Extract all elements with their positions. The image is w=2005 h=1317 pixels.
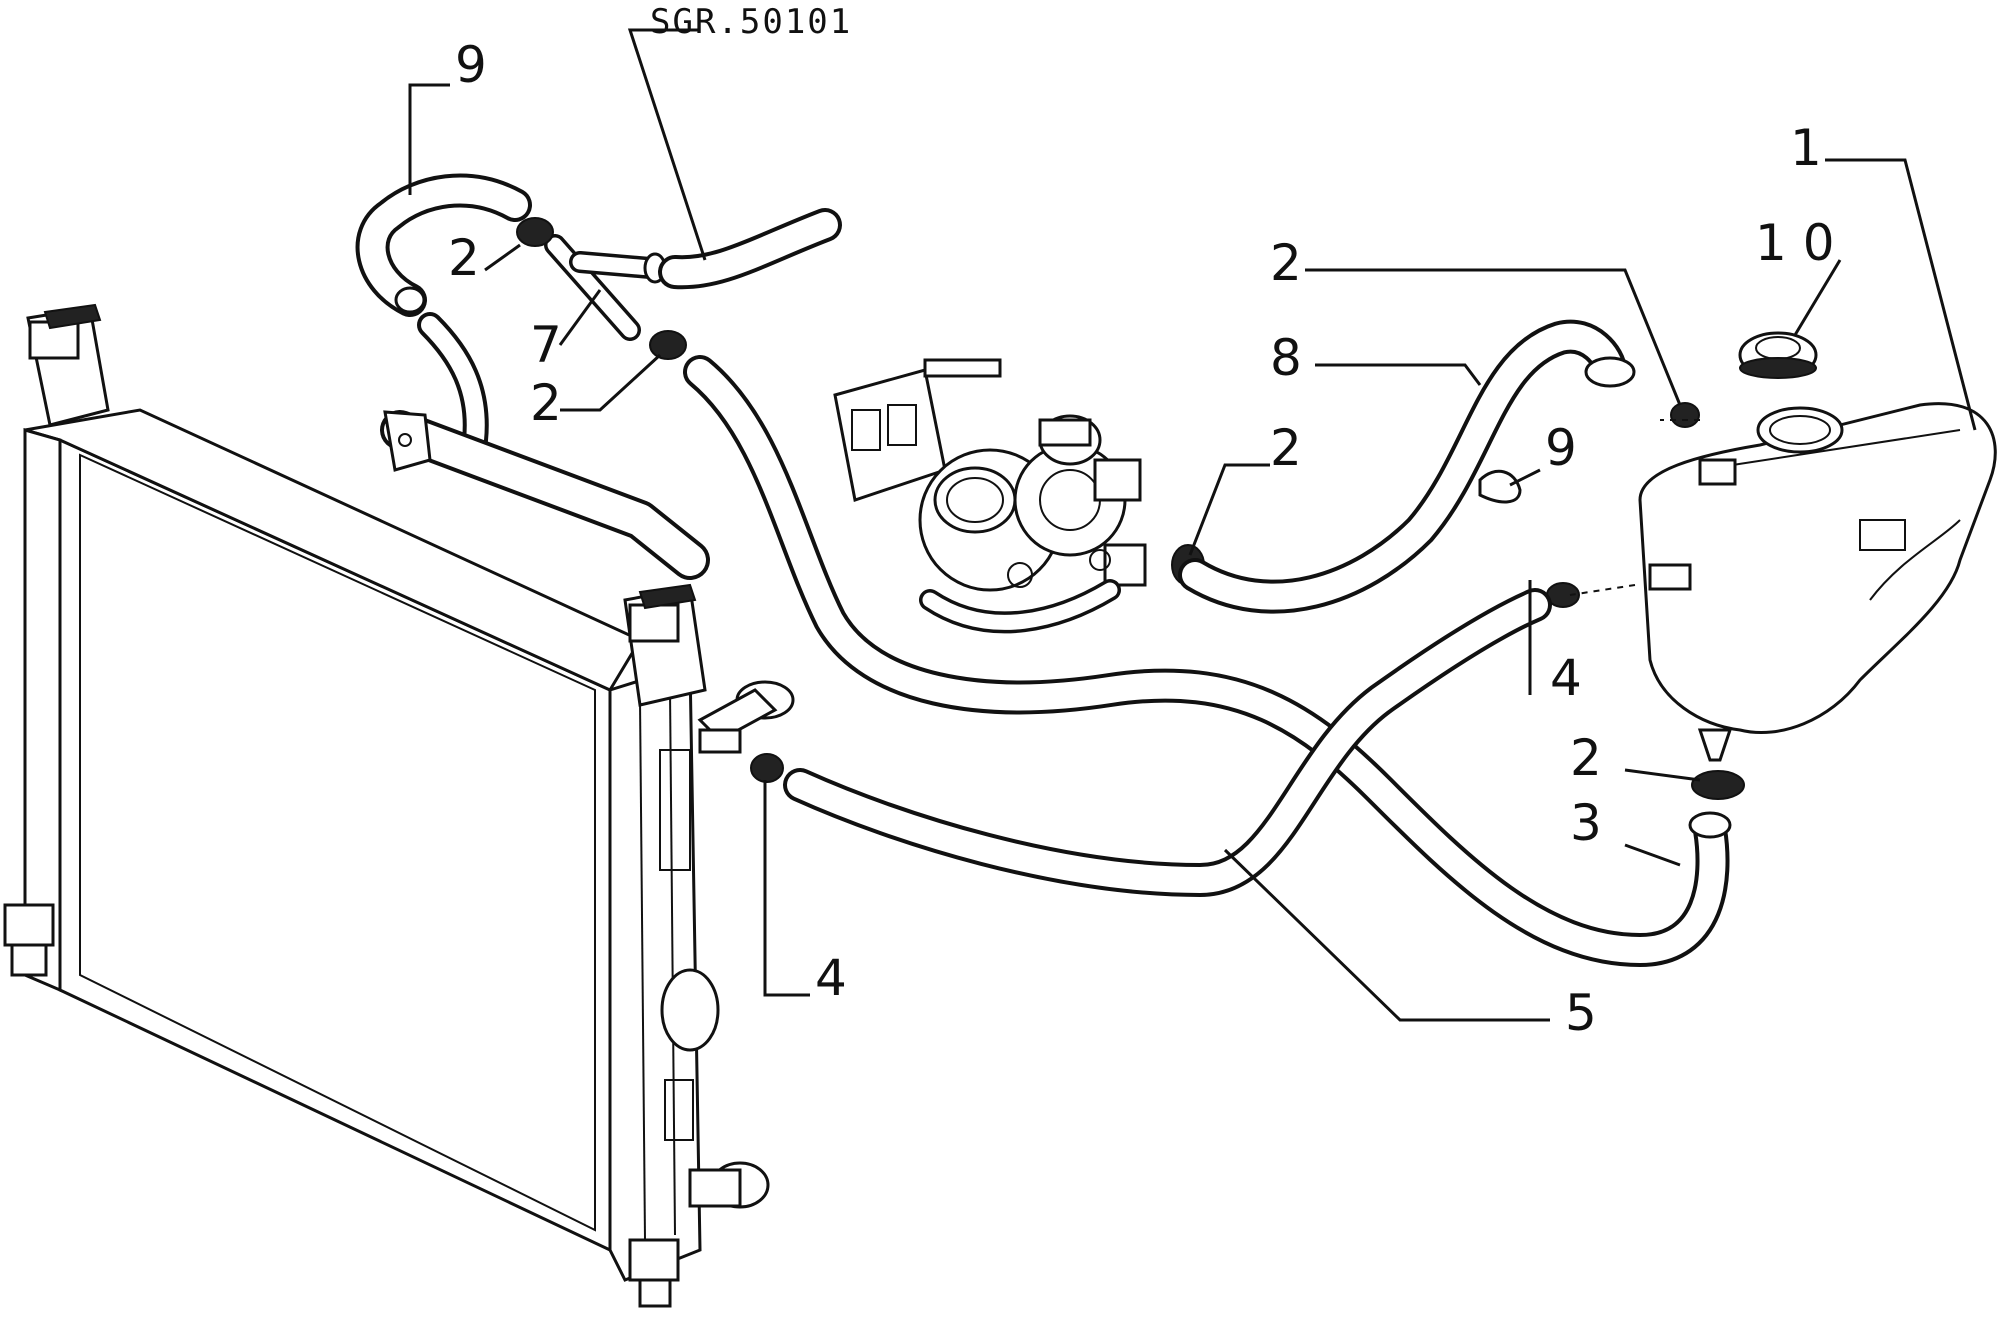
hose-clamps (516, 217, 1745, 800)
callout-10: 1 0 (1755, 214, 1835, 272)
hose-5 (783, 588, 1552, 897)
expansion-tank (1638, 402, 1997, 762)
callout-7: 7 (530, 316, 562, 374)
reference-code: SGR.50101 (650, 2, 852, 42)
turbocharger (833, 358, 1147, 634)
callout-2-upper: 2 (448, 229, 480, 287)
callout-4-left: 4 (815, 949, 847, 1007)
callout-3: 3 (1570, 794, 1602, 852)
cap-10 (1738, 331, 1818, 379)
callout-2-tank-top: 2 (1270, 234, 1302, 292)
callout-2-middle: 2 (1270, 419, 1302, 477)
hose-lower-return (683, 355, 1732, 967)
callout-9: 9 (1545, 419, 1577, 477)
callout-4-right: 4 (1550, 649, 1582, 707)
radiator (3, 303, 795, 1308)
hose-6 (355, 173, 710, 580)
leader-lines (408, 28, 1977, 1022)
callout-6: 9 (455, 36, 487, 94)
callout-2-lower: 2 (530, 374, 562, 432)
callout-labels: SGR.50101 9 2 7 2 2 8 2 9 1 1 0 4 2 3 4 … (448, 2, 1835, 1042)
clip-9 (1478, 469, 1522, 504)
callout-2-bottom: 2 (1570, 729, 1602, 787)
callout-1: 1 (1790, 119, 1822, 177)
tube-7 (544, 208, 842, 341)
hose-8 (1178, 319, 1636, 614)
callout-8: 8 (1270, 329, 1302, 387)
callout-5: 5 (1565, 984, 1597, 1042)
